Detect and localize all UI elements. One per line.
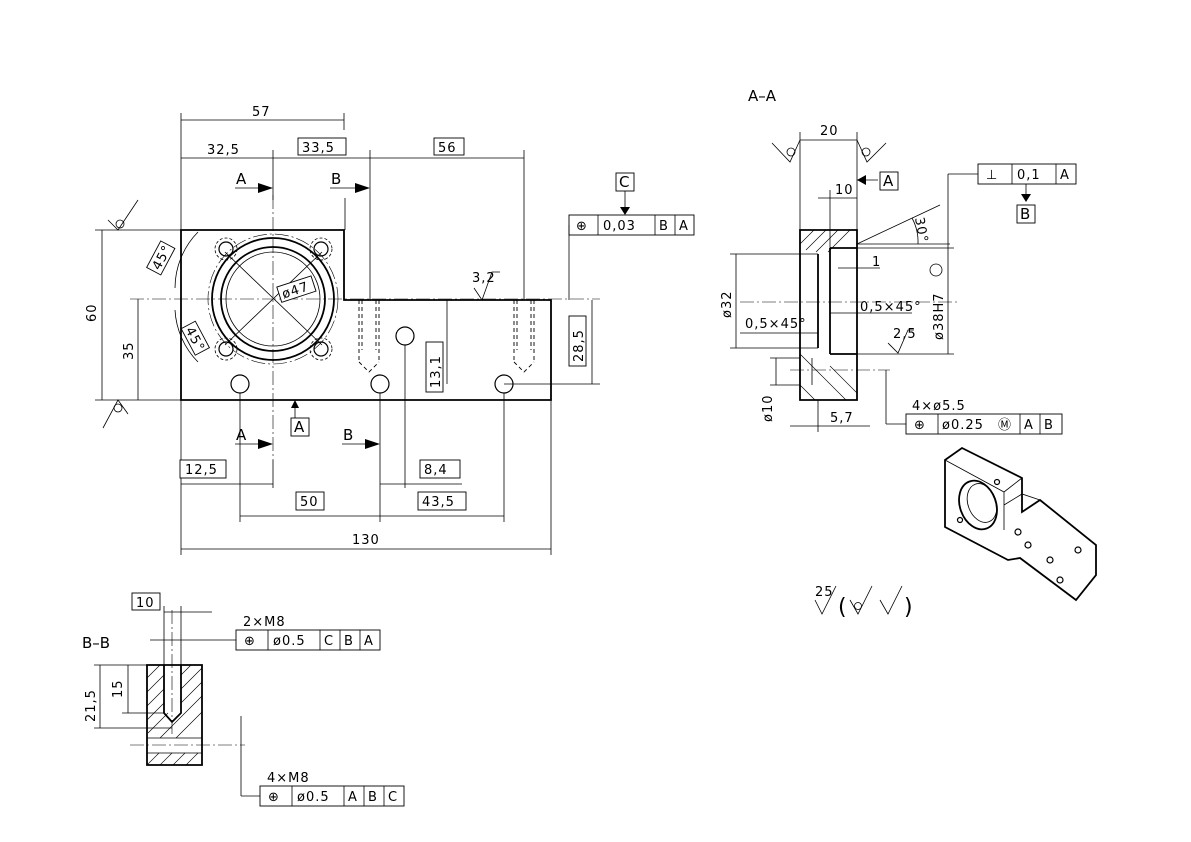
- datum-b: B: [1020, 205, 1030, 223]
- holes-4x-dia5-5: 4×ø5.5: [912, 399, 966, 414]
- svg-text:): ): [904, 595, 913, 620]
- part-outline: [180, 229, 552, 401]
- fcf-holes-tol: ø0.25: [942, 418, 984, 433]
- fcf-bb4-datum2: B: [368, 790, 378, 805]
- section-aa: A–A 20 10: [720, 87, 1077, 435]
- dim-dia32: ø32: [720, 291, 735, 319]
- hatch-aa: [799, 229, 858, 401]
- chamfer-right: 0,5×45°: [860, 300, 922, 315]
- fcf-bb4-symbol: ⊕: [268, 790, 280, 805]
- fcf-bb2-datum1: C: [324, 634, 334, 649]
- dim-56: 56: [438, 141, 457, 156]
- section-a-top: A: [236, 170, 247, 188]
- dim-35: 35: [122, 341, 137, 360]
- dim-10: 10: [835, 183, 854, 198]
- fcf-holes-symbol: ⊕: [914, 418, 926, 433]
- dim-50: 50: [300, 495, 319, 510]
- dim-dia10: ø10: [761, 395, 776, 423]
- dim-1: 1: [872, 255, 881, 270]
- roughness-3-2: 3,2: [472, 271, 496, 286]
- roughness-2-5: 2,5: [893, 327, 917, 342]
- roughness-general-value: 25: [815, 585, 834, 600]
- fcf-bb2-datum3: A: [364, 634, 374, 649]
- datum-a-section: A: [883, 172, 894, 190]
- fcf-bb4-datum1: A: [348, 790, 358, 805]
- section-bb: B–B 10 2×M8: [82, 592, 405, 807]
- fcf-top-datum2: A: [679, 219, 689, 234]
- fcf-perp-datum: A: [1060, 168, 1070, 183]
- hatch-bb: [146, 664, 203, 766]
- dim-dia38h7: ø38H7: [932, 292, 947, 340]
- datum-a-front: A: [294, 418, 305, 436]
- fcf-bb2-tol: ø0.5: [273, 634, 306, 649]
- dim-8-4: 8,4: [424, 463, 448, 478]
- front-view: 57 32,5 33,5 56 A B A B A: [85, 105, 695, 555]
- section-a-bottom: A: [236, 426, 247, 444]
- section-b-top: B: [331, 170, 341, 188]
- dim-13-1: 13,1: [429, 355, 444, 388]
- svg-text:(: (: [838, 595, 847, 620]
- isometric-view: [944, 446, 1097, 602]
- angle-30: 30°: [911, 216, 930, 244]
- dim-5-7: 5,7: [830, 411, 854, 426]
- dim-32-5: 32,5: [207, 143, 240, 158]
- dim-43-5: 43,5: [422, 495, 455, 510]
- bb-dim-10: 10: [136, 596, 155, 611]
- chamfer-left: 0,5×45°: [745, 317, 807, 332]
- fcf-top-symbol: ⊕: [576, 219, 588, 234]
- datum-c: C: [619, 173, 629, 191]
- section-aa-label: A–A: [748, 87, 777, 105]
- general-roughness: 25 ( ): [814, 585, 913, 620]
- dim-12-5: 12,5: [185, 463, 218, 478]
- fcf-holes-datum1: A: [1024, 418, 1034, 433]
- fcf-bb4-datum3: C: [388, 790, 398, 805]
- fcf-bb2-datum2: B: [344, 634, 354, 649]
- fcf-perp-tol: 0,1: [1017, 168, 1041, 183]
- thread-4xm8: 4×M8: [267, 771, 310, 786]
- bb-dim-21-5: 21,5: [84, 689, 99, 722]
- section-b-bottom: B: [343, 426, 353, 444]
- dim-20: 20: [820, 124, 839, 139]
- fcf-perp-symbol: ⊥: [986, 168, 998, 183]
- dim-33-5: 33,5: [302, 141, 335, 156]
- dim-28-5: 28,5: [572, 329, 587, 362]
- fcf-top-datum1: B: [659, 219, 669, 234]
- fcf-top-tol: 0,03: [603, 219, 636, 234]
- fcf-holes-datum2: B: [1044, 418, 1054, 433]
- dim-130: 130: [352, 533, 380, 548]
- dim-57: 57: [252, 105, 271, 120]
- bolt-holes: [214, 237, 333, 361]
- fcf-holes-mmc: Ⓜ: [998, 418, 1012, 433]
- section-bb-label: B–B: [82, 634, 110, 652]
- bb-dim-15: 15: [111, 679, 126, 698]
- dim-60: 60: [85, 303, 100, 322]
- thread-2xm8: 2×M8: [243, 615, 286, 630]
- fcf-bb4-tol: ø0.5: [297, 790, 330, 805]
- fcf-bb2-symbol: ⊕: [244, 634, 256, 649]
